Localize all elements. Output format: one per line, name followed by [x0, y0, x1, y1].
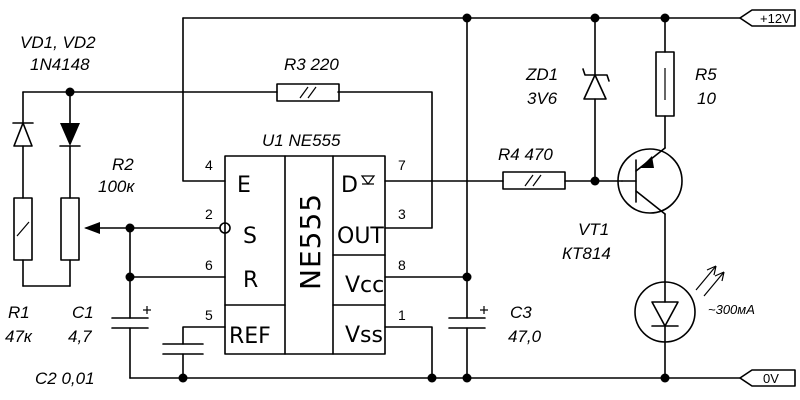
- pin5-wire: [182, 326, 226, 345]
- pin-number-5: 5: [205, 307, 213, 323]
- r3-resistor: [69, 83, 340, 102]
- pin1-wire: [384, 326, 433, 379]
- c1-ref-label: C1: [72, 303, 94, 322]
- pin-number-3: 3: [398, 206, 406, 222]
- r3-label: R3 220: [284, 55, 339, 74]
- r5-resistor: [655, 17, 675, 149]
- r2-value-label: 100к: [98, 177, 135, 196]
- pin-number-2: 2: [205, 206, 213, 222]
- r1-ref-label: R1: [8, 303, 30, 322]
- diodes-type-label: 1N4148: [30, 55, 90, 74]
- c3-value-label: 47,0: [508, 327, 542, 346]
- pin-label-s: S: [243, 224, 257, 249]
- diodes-ref-label: VD1, VD2: [20, 33, 96, 52]
- vd2-diode: [60, 123, 80, 146]
- power-led: [634, 213, 725, 379]
- c2-label: C2 0,01: [35, 369, 95, 388]
- rail-connector-gnd: [739, 369, 796, 387]
- pin-label-d: D: [341, 173, 358, 198]
- c1-capacitor: [111, 227, 151, 379]
- pin-number-1: 1: [398, 307, 406, 323]
- zd1-ref-label: ZD1: [525, 65, 558, 84]
- positive-rail: +12V: [182, 9, 796, 27]
- discharge-symbol: [360, 175, 376, 185]
- r5-value-label: 10: [697, 89, 716, 108]
- r4-resistor: [502, 171, 623, 190]
- vt1-transistor: [617, 147, 683, 215]
- zd1-zener: [582, 17, 610, 182]
- emitter-arrow: [640, 156, 654, 168]
- u1-label: U1 NE555: [262, 131, 341, 150]
- r4-label: R4 470: [498, 145, 553, 164]
- pin-label-out: OUT: [337, 224, 384, 249]
- r1-value-label: 47к: [5, 327, 33, 346]
- pin-number-6: 6: [205, 257, 213, 273]
- vt1-type-label: КТ814: [562, 244, 611, 263]
- pin-label-ref: REF: [229, 324, 271, 349]
- c3-capacitor: [448, 17, 488, 379]
- pin-label-e: E: [237, 173, 251, 198]
- pin-label-vss: Vss: [345, 323, 383, 348]
- pin2-wire: [84, 222, 231, 234]
- left-network: [12, 91, 81, 287]
- r2-ref-label: R2: [112, 155, 134, 174]
- c1-value-label: 4,7: [68, 327, 92, 346]
- pin4-wire: [182, 17, 226, 182]
- pin-label-r: R: [243, 268, 258, 293]
- pin-number-8: 8: [398, 257, 406, 273]
- ic-body-label: NE555: [294, 193, 327, 290]
- vd1-diode: [13, 122, 33, 147]
- pin-number-4: 4: [205, 157, 213, 173]
- pin3-wire: [337, 91, 433, 229]
- rail-label-pos: +12V: [760, 11, 791, 26]
- rail-label-gnd: 0V: [763, 371, 779, 386]
- junction-dots: [65, 13, 670, 383]
- zd1-value-label: 3V6: [527, 89, 558, 108]
- rail-connector-pos: [739, 9, 796, 27]
- r2-potentiometer: [60, 197, 80, 261]
- led-current-label: ~300мА: [708, 302, 755, 317]
- r5-ref-label: R5: [695, 65, 717, 84]
- c3-ref-label: C3: [510, 303, 532, 322]
- pin-label-vcc: Vcc: [345, 273, 384, 298]
- r2-wiper-arrow: [84, 222, 100, 234]
- c2-capacitor: [162, 343, 204, 379]
- vt1-ref-label: VT1: [578, 220, 609, 239]
- u1-ic: E S R REF NE555 D OUT Vcc Vss: [224, 155, 386, 355]
- pin-number-7: 7: [398, 157, 406, 173]
